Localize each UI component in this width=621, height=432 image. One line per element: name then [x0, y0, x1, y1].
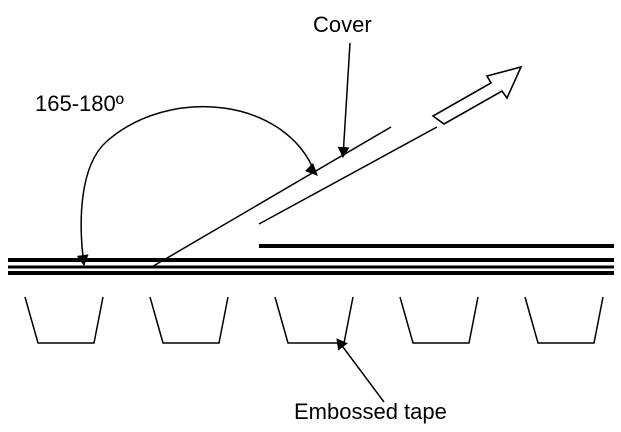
pocket-2 — [149, 296, 229, 344]
peel-angle-label: 165-180º — [35, 91, 124, 116]
pocket-5 — [524, 296, 604, 344]
cover-pointer-arrow-icon — [337, 42, 351, 158]
pocket-3 — [274, 296, 354, 344]
cover-label: Cover — [313, 12, 372, 37]
embossed-pockets — [24, 296, 604, 344]
pocket-4 — [399, 296, 479, 344]
embossed-tape-label: Embossed tape — [294, 399, 447, 424]
pocket-1 — [24, 296, 104, 344]
embossed-tape-pointer-arrow-icon — [336, 338, 385, 403]
angle-arc-end-arrowhead-icon — [305, 163, 318, 176]
cover-tape-peeled — [149, 126, 438, 269]
peel-direction-hollow-arrow-icon — [431, 65, 523, 125]
angle-arc-arrow-icon — [76, 105, 316, 266]
cover-tape-peeled-lower — [149, 126, 392, 269]
tape-band — [8, 258, 614, 275]
cover-tape-peeled-upper — [258, 126, 438, 225]
